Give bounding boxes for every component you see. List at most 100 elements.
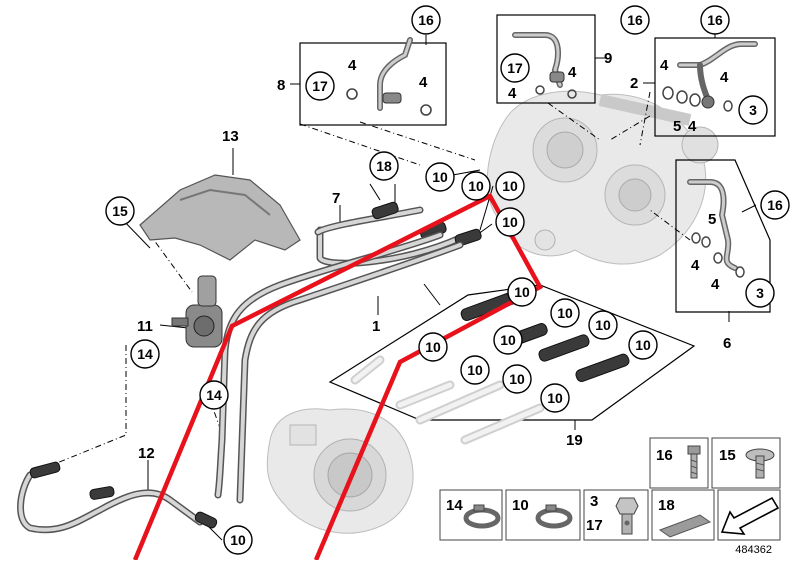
svg-text:17: 17 — [507, 60, 523, 76]
parts-legend: 16 15 14 — [439, 437, 781, 556]
callout-16-a: 16 — [411, 5, 441, 35]
callouts: 16 16 16 16 17 17 3 3 18 10 10 10 10 10 … — [105, 5, 790, 555]
svg-text:10: 10 — [468, 178, 484, 194]
label-5-b: 5 — [708, 211, 716, 228]
svg-text:17: 17 — [586, 517, 603, 534]
detail-box-2 — [654, 37, 776, 137]
turbocharger-ghost — [486, 90, 719, 265]
callout-18: 18 — [369, 151, 399, 181]
legend-cell-14: 14 — [439, 489, 503, 541]
callout-17-a: 17 — [305, 71, 335, 101]
callout-16-c: 16 — [700, 5, 730, 35]
svg-text:3: 3 — [756, 285, 764, 301]
callout-15: 15 — [105, 196, 135, 226]
hose-clamp-icon — [535, 504, 573, 529]
svg-text:10: 10 — [557, 305, 573, 321]
label-4-d: 4 — [508, 85, 517, 102]
svg-text:10: 10 — [509, 371, 525, 387]
arrow-down-left-icon — [720, 496, 780, 535]
label-4-e: 4 — [660, 57, 669, 74]
part-labels: 8 4 4 4 4 9 2 4 4 5 4 5 4 4 6 13 7 1 11 … — [137, 50, 731, 462]
hoses-group — [350, 291, 630, 445]
legend-cell-16: 16 — [649, 437, 709, 489]
coolant-pump-11 — [171, 275, 223, 348]
bolt-icon — [687, 445, 701, 479]
legend-cell-arrow — [717, 489, 781, 541]
label-11: 11 — [137, 318, 153, 335]
callout-10-b: 10 — [461, 171, 491, 201]
label-6: 6 — [723, 335, 731, 352]
label-8: 8 — [277, 77, 285, 94]
callout-10-d: 10 — [495, 207, 525, 237]
svg-text:16: 16 — [418, 12, 434, 28]
callout-14-b: 14 — [199, 380, 229, 410]
insulating-pad-icon — [658, 514, 712, 538]
callout-14-a: 14 — [130, 339, 160, 369]
callout-17-b: 17 — [500, 53, 530, 83]
callout-10-j: 10 — [418, 332, 448, 362]
callout-10-i: 10 — [628, 330, 658, 360]
legend-cell-18: 18 — [651, 489, 715, 541]
label-4-b: 4 — [419, 74, 428, 91]
svg-text:10: 10 — [502, 178, 518, 194]
callout-10-e: 10 — [507, 277, 537, 307]
callout-10-a: 10 — [425, 162, 455, 192]
highlight-outline — [132, 193, 544, 561]
label-4-a: 4 — [348, 57, 357, 74]
svg-text:18: 18 — [376, 158, 392, 174]
legend-cell-15: 15 — [711, 437, 781, 489]
svg-text:10: 10 — [514, 284, 530, 300]
callout-10-m: 10 — [540, 383, 570, 413]
svg-text:14: 14 — [137, 346, 153, 362]
banjo-bolt-icon — [615, 497, 639, 535]
legend-cell-10: 10 — [505, 489, 581, 541]
svg-text:10: 10 — [432, 169, 448, 185]
callout-3-a: 3 — [738, 95, 768, 125]
callout-10-l: 10 — [502, 364, 532, 394]
label-7: 7 — [332, 190, 340, 207]
callout-16-d: 16 — [760, 190, 790, 220]
callout-10-k: 10 — [460, 355, 490, 385]
callout-10-h: 10 — [493, 325, 523, 355]
svg-text:10: 10 — [512, 497, 529, 514]
svg-text:10: 10 — [425, 339, 441, 355]
svg-text:3: 3 — [590, 493, 598, 510]
svg-text:14: 14 — [446, 497, 463, 514]
svg-text:16: 16 — [707, 12, 723, 28]
label-4-h: 4 — [691, 257, 700, 274]
bracket-13 — [139, 174, 301, 261]
label-13: 13 — [222, 128, 239, 145]
label-2: 2 — [630, 75, 638, 92]
hose-line-12 — [17, 461, 218, 534]
svg-text:18: 18 — [658, 497, 675, 514]
label-4-c: 4 — [568, 64, 577, 81]
label-19: 19 — [566, 432, 583, 449]
label-4-g: 4 — [688, 118, 697, 135]
label-5-a: 5 — [673, 118, 681, 135]
label-9: 9 — [604, 50, 612, 67]
detail-box-19 — [328, 284, 696, 445]
svg-text:10: 10 — [595, 317, 611, 333]
hose-clamp-icon — [463, 504, 501, 529]
torx-screw-icon — [745, 448, 775, 479]
label-4-i: 4 — [711, 276, 720, 293]
svg-text:16: 16 — [627, 12, 643, 28]
detail-box-8 — [299, 37, 447, 126]
svg-text:10: 10 — [547, 390, 563, 406]
detail-box-6 — [675, 159, 771, 313]
label-4-f: 4 — [720, 69, 729, 86]
svg-text:10: 10 — [635, 337, 651, 353]
callout-16-b: 16 — [620, 5, 650, 35]
svg-text:16: 16 — [656, 447, 673, 464]
svg-text:10: 10 — [467, 362, 483, 378]
svg-text:3: 3 — [749, 102, 757, 118]
callout-10-c: 10 — [495, 171, 525, 201]
svg-text:15: 15 — [112, 203, 128, 219]
callout-10-f: 10 — [550, 298, 580, 328]
label-1: 1 — [372, 318, 380, 335]
callout-10-n: 10 — [223, 525, 253, 555]
detail-box-9 — [496, 14, 596, 104]
throttle-body-ghost — [266, 408, 414, 534]
